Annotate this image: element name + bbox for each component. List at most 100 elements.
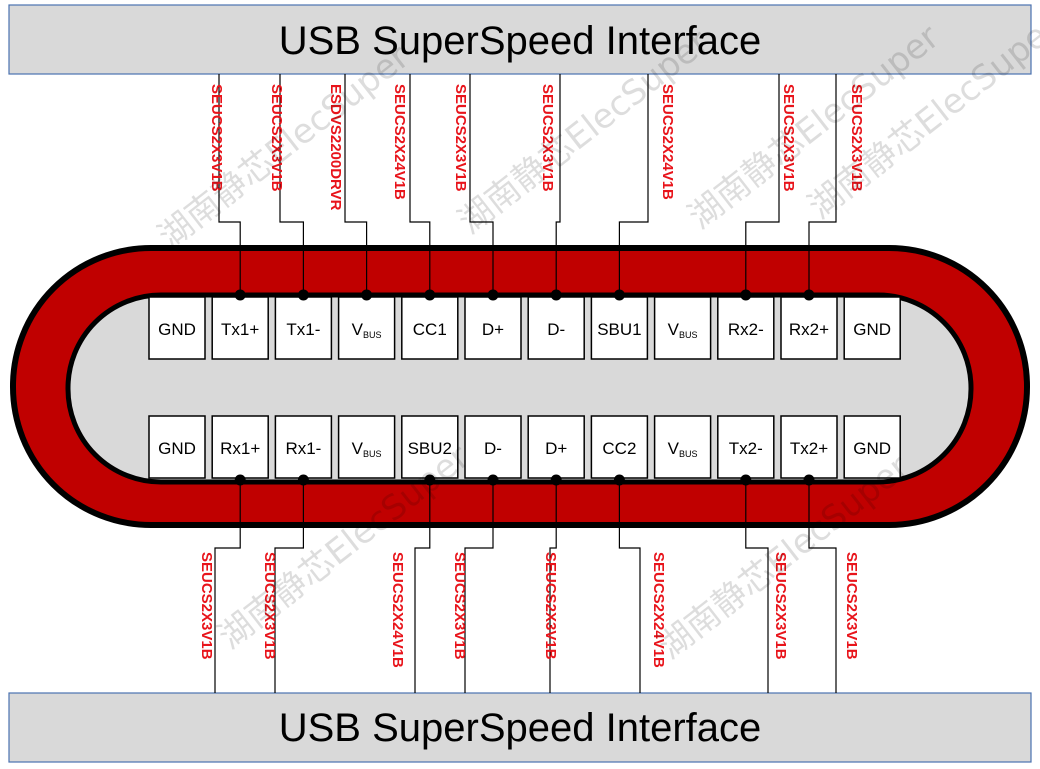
pin-box: [148, 296, 206, 360]
pin-label-main: GND: [158, 439, 196, 458]
pin-box: [464, 415, 522, 479]
pin-label: Rx1-: [285, 439, 321, 458]
pin-label: VBUS: [352, 320, 382, 340]
top-interface-block: USB SuperSpeed Interface: [8, 4, 1032, 75]
top-pin-dp-5: D+: [464, 289, 522, 360]
junction-dot: [234, 474, 246, 486]
pin-box: [780, 296, 838, 360]
junction-dot: [424, 474, 436, 486]
top-pin-rx2p-10: Rx2+: [780, 289, 838, 360]
pin-box: [401, 296, 459, 360]
pin-label-main: Rx1+: [220, 439, 260, 458]
pin-label-main: D+: [482, 320, 504, 339]
pin-label-main: D+: [545, 439, 567, 458]
tvs-part-label-seucs2x3v1b: SEUCS2X3V1B: [268, 84, 285, 192]
tvs-wire: [808, 74, 837, 295]
tvs-part-label-seucs2x3v1b: SEUCS2X3V1B: [843, 552, 860, 660]
pin-label-main: V: [668, 439, 680, 458]
bottom-pin-gnd-0: GND: [148, 415, 206, 479]
pin-box: [653, 296, 712, 360]
tvs-wire: [464, 480, 494, 693]
tvs-wire: [469, 74, 494, 295]
tvs-part-labels: SEUCS2X3V1B SEUCS2X3V1B ESDVS2200DRVR SEUCS…: [198, 84, 865, 668]
pin-label-main: V: [352, 439, 364, 458]
junction-dot: [550, 474, 562, 486]
bottom-pin-vbus-3: VBUS: [337, 415, 396, 479]
tvs-connections: [214, 74, 837, 693]
top-pin-tx1m-2: Tx1-: [274, 289, 333, 360]
junction-dot: [424, 289, 436, 301]
tvs-wire: [745, 480, 769, 693]
junction-dot: [487, 289, 499, 301]
junction-dot: [297, 474, 309, 486]
pin-box: [843, 415, 901, 479]
tvs-wire: [214, 480, 241, 693]
pin-label: D-: [547, 320, 565, 339]
bottom-pin-row: GND Rx1+ Rx1- VBUS SBU2 D- D+ CC2 VBUS Tx2- Tx2+ GN…: [148, 415, 901, 486]
pin-label: Tx2-: [729, 439, 763, 458]
tvs-wire: [618, 480, 641, 693]
pin-box: [653, 415, 712, 479]
pin-label: SBU2: [408, 439, 452, 458]
pin-label-main: Tx1-: [286, 320, 320, 339]
pin-label-main: Tx1+: [221, 320, 259, 339]
pin-label-sub: BUS: [363, 330, 382, 340]
tvs-wire: [808, 480, 837, 693]
junction-dot: [361, 289, 373, 301]
top-interface-bar: [8, 4, 1032, 75]
tvs-part-label-seucs2x24v1b: SEUCS2X24V1B: [659, 84, 676, 200]
tvs-part-label-seucs2x3v1b: SEUCS2X3V1B: [452, 84, 469, 192]
pin-label-main: Rx2-: [728, 320, 764, 339]
junction-dot: [234, 289, 246, 301]
bottom-interface-bar: [8, 692, 1032, 763]
tvs-wire: [218, 74, 241, 295]
pin-box: [337, 415, 396, 479]
pin-label: VBUS: [668, 320, 698, 340]
top-pin-sbu1-7: SBU1: [590, 289, 649, 360]
pin-box: [148, 415, 206, 479]
tvs-part-label-seucs2x3v1b: SEUCS2X3V1B: [208, 84, 225, 192]
pin-label: CC1: [413, 320, 447, 339]
junction-dot: [297, 289, 309, 301]
bottom-pin-cc2-7: CC2: [590, 415, 649, 486]
pin-label-main: Tx2-: [729, 439, 763, 458]
bottom-pin-tx2p-10: Tx2+: [780, 415, 838, 486]
pin-label: Rx2+: [789, 320, 829, 339]
tvs-wire: [274, 480, 304, 693]
pin-box: [274, 415, 333, 479]
tvs-wire: [409, 74, 431, 295]
tvs-part-label-seucs2x24v1b: SEUCS2X24V1B: [389, 552, 406, 668]
tvs-wire: [414, 480, 431, 693]
pin-label-main: Tx2+: [790, 439, 828, 458]
bottom-pin-vbus-8: VBUS: [653, 415, 712, 479]
pin-label: Tx1-: [286, 320, 320, 339]
pin-box: [527, 296, 585, 360]
pin-box: [527, 415, 585, 479]
junction-dot: [803, 289, 815, 301]
tvs-part-label-esdvs2200drvr: ESDVS2200DRVR: [327, 84, 344, 211]
pin-label: D-: [484, 439, 502, 458]
tvs-part-label-seucs2x3v1b: SEUCS2X3V1B: [542, 552, 559, 660]
pin-label-main: Rx1-: [285, 439, 321, 458]
junction-dot: [740, 474, 752, 486]
pin-label: CC2: [602, 439, 636, 458]
tvs-wire: [745, 74, 780, 295]
tvs-part-label-seucs2x3v1b: SEUCS2X3V1B: [261, 552, 278, 660]
junction-dot: [740, 289, 752, 301]
top-pin-rx2m-9: Rx2-: [717, 289, 775, 360]
pin-label-main: CC1: [413, 320, 447, 339]
bottom-pin-rx1m-2: Rx1-: [274, 415, 333, 486]
pin-label-main: GND: [853, 320, 891, 339]
bottom-pin-rx1p-1: Rx1+: [211, 415, 269, 486]
top-pin-cc1-4: CC1: [401, 289, 459, 360]
tvs-wire: [279, 74, 304, 295]
pin-box: [590, 296, 649, 360]
pin-label: Tx2+: [790, 439, 828, 458]
tvs-part-label-seucs2x3v1b: SEUCS2X3V1B: [848, 84, 865, 192]
bottom-pin-gnd-11: GND: [843, 415, 901, 479]
pin-label-main: CC2: [602, 439, 636, 458]
bottom-pin-dp-6: D+: [527, 415, 585, 486]
top-pin-tx1p-1: Tx1+: [211, 289, 269, 360]
top-pin-dm-6: D-: [527, 289, 585, 360]
